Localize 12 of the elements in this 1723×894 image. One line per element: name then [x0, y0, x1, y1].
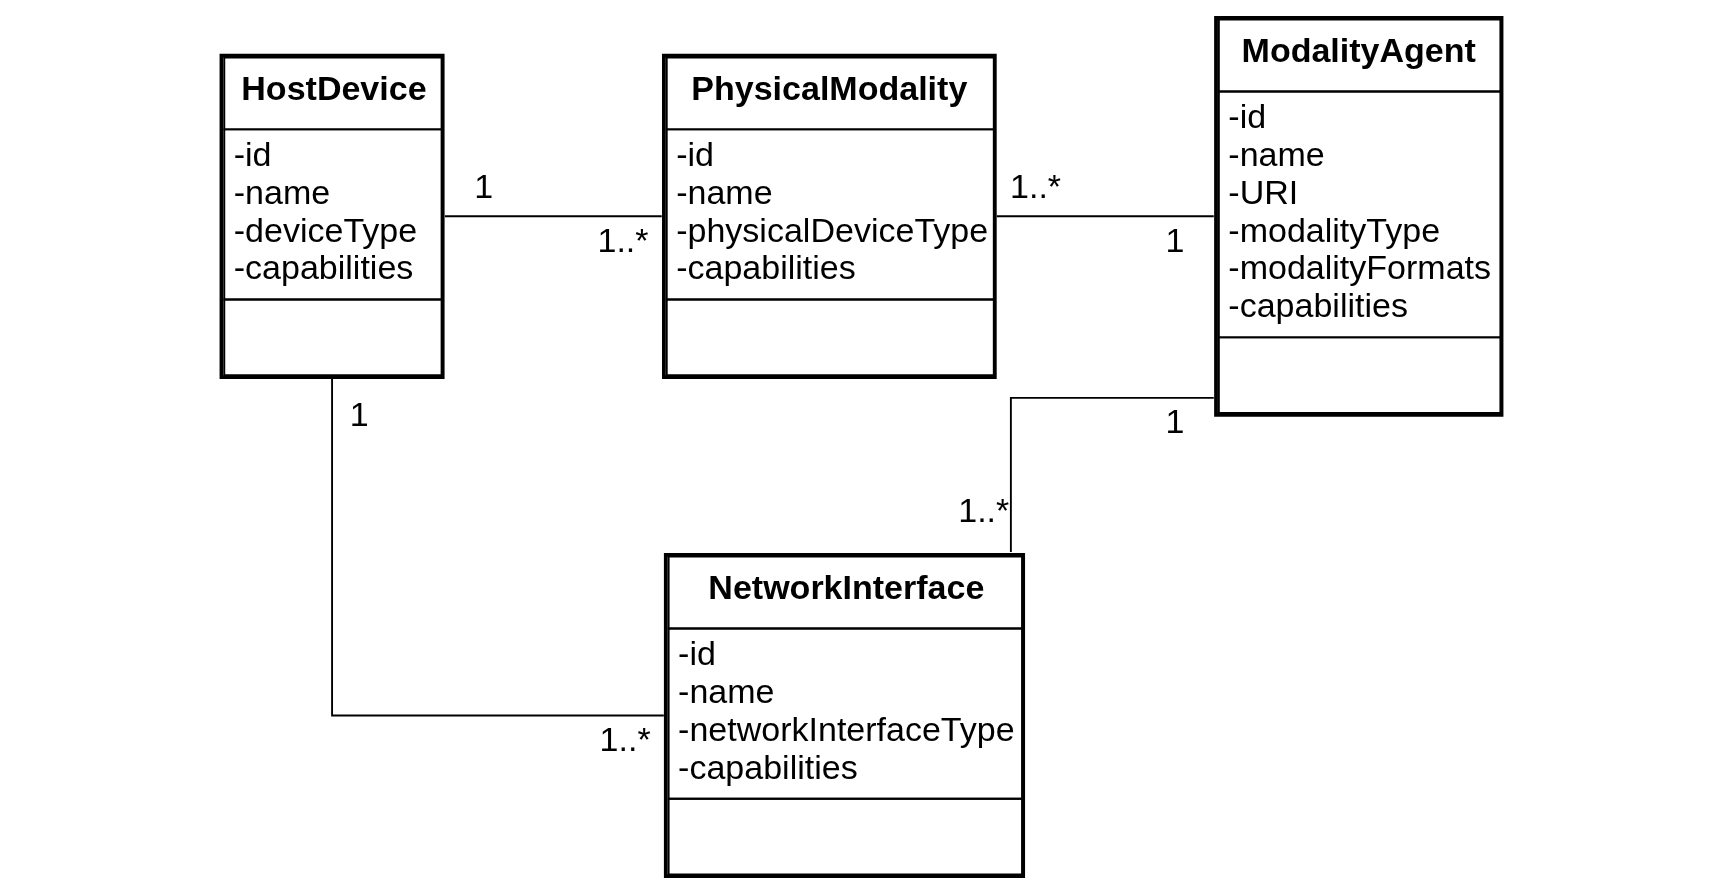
- label: 1..*: [1010, 166, 1062, 205]
- label: 1..*: [599, 719, 651, 758]
- connector: [331, 378, 665, 717]
- connector: [995, 215, 1215, 218]
- label: 1..*: [597, 220, 649, 259]
- connector: [1009, 396, 1215, 553]
- label: 1: [1165, 402, 1185, 441]
- label: 1: [474, 166, 494, 205]
- label: 1..*: [958, 490, 1010, 529]
- label: 1: [1165, 220, 1185, 259]
- connector: [443, 215, 663, 218]
- label: 1: [349, 395, 369, 434]
